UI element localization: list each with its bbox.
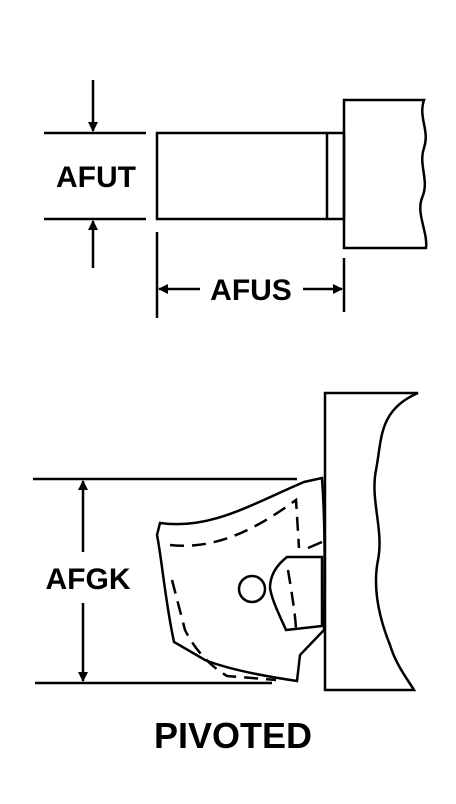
diagram-caption: PIVOTED — [154, 715, 312, 756]
top-shank — [155, 131, 346, 221]
bottom-mounting-block — [323, 391, 419, 692]
bottom-height-label: AFGK — [46, 563, 131, 596]
top-height-label: AFUT — [56, 161, 136, 194]
bottom-view — [33, 391, 419, 692]
top-length-label: AFUS — [210, 274, 292, 307]
top-view — [44, 80, 428, 318]
top-mounting-block — [342, 98, 428, 250]
pivot-clip-body — [155, 476, 326, 683]
pivot-clip-hidden-lines — [169, 497, 301, 682]
pivot-hinge-block — [268, 540, 324, 632]
pivot-pin — [237, 574, 267, 604]
